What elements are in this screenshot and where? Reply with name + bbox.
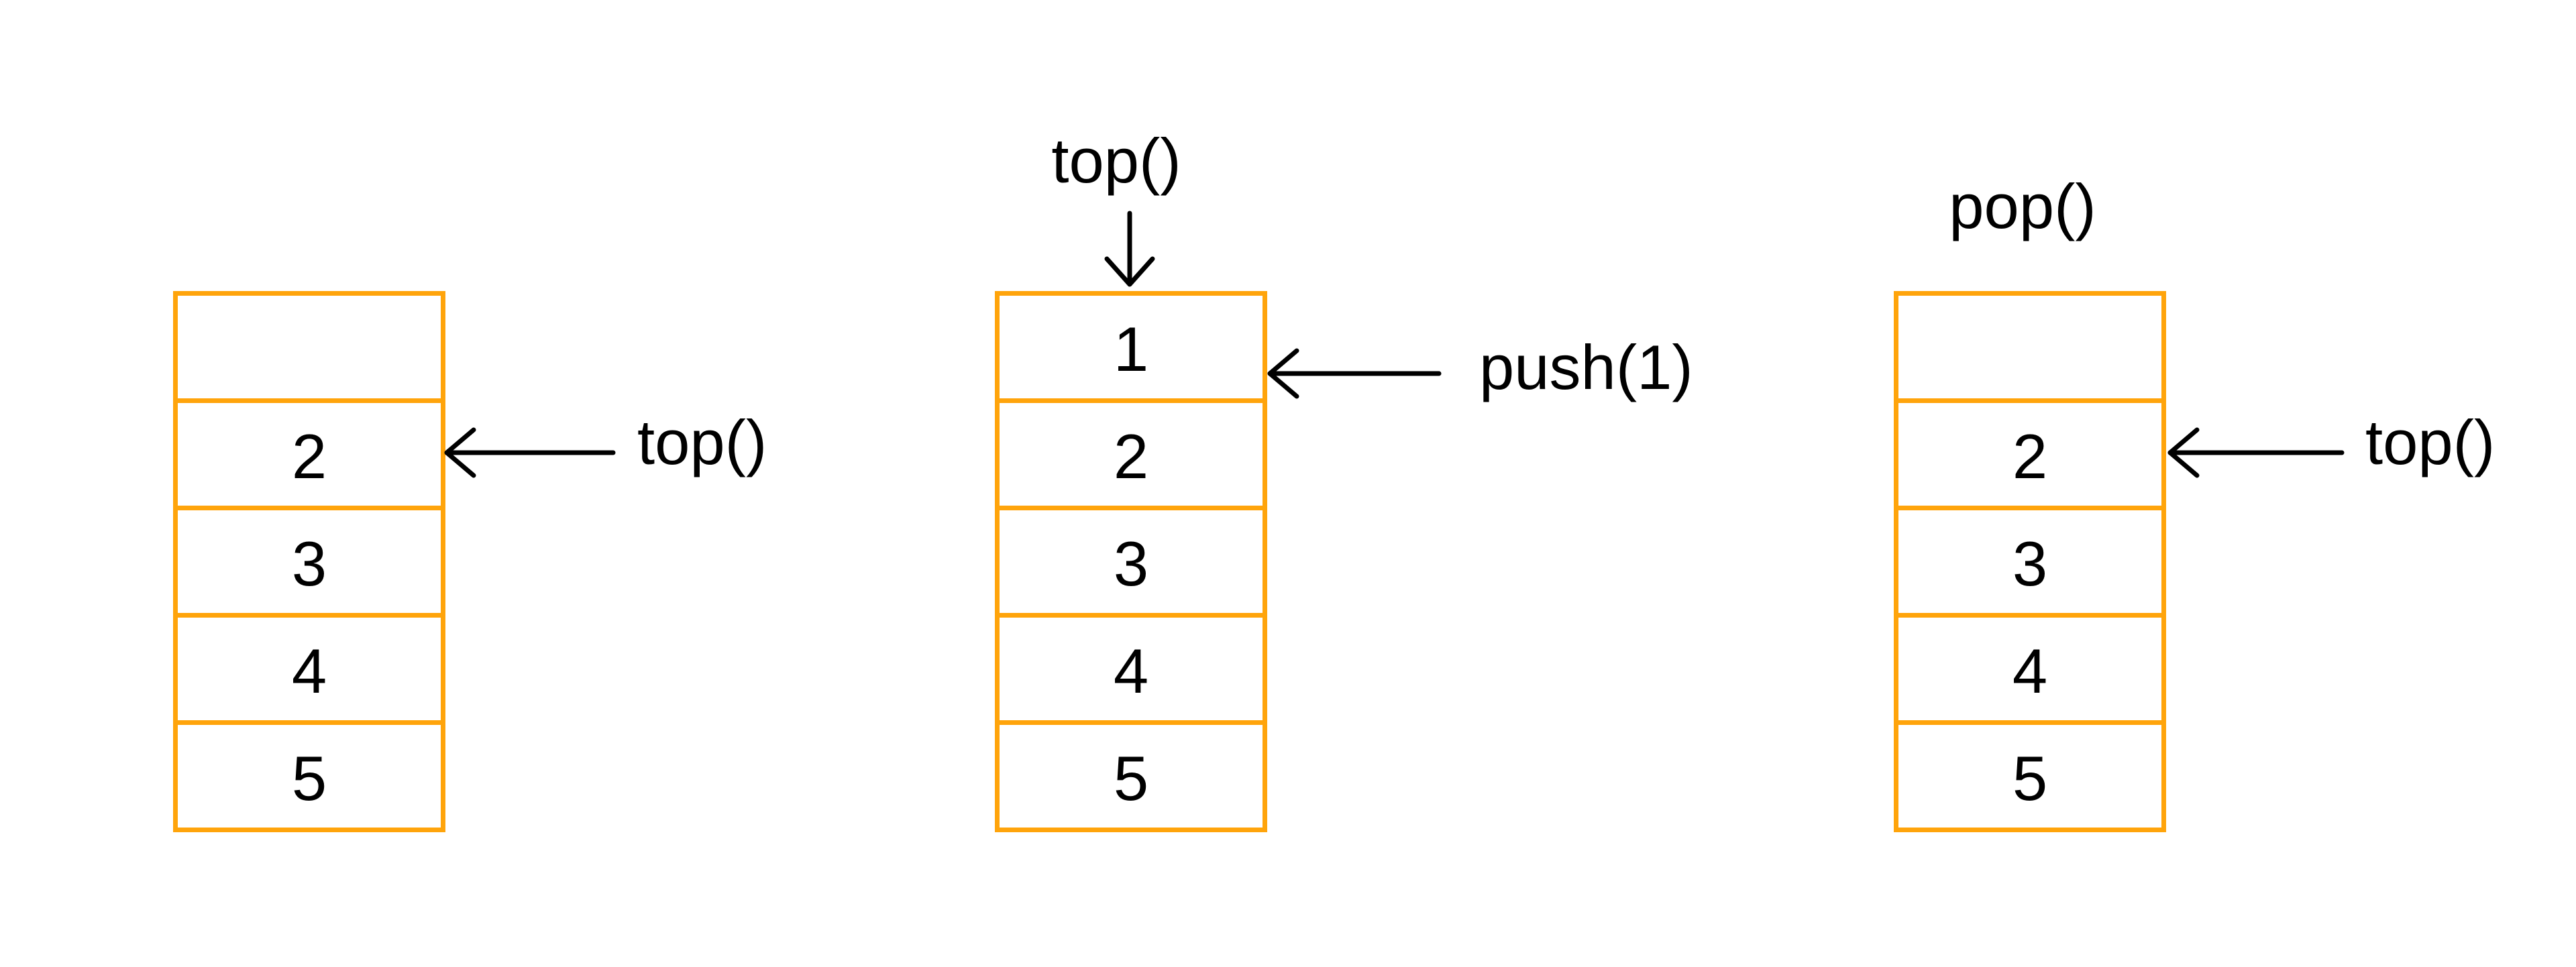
stack-cell: 2 [995,398,1267,510]
cell-value: 2 [1113,420,1149,492]
stack-cell: 4 [1894,613,2166,725]
stack-left: 2 3 4 5 [173,291,445,832]
left-arrow-icon [1267,348,1442,399]
cell-value: 3 [1113,528,1149,599]
stack-cell: 2 [1894,398,2166,510]
top-pointer-label: top() [1051,125,1181,196]
stack-cell: 3 [1894,506,2166,618]
stack-cell: 3 [995,506,1267,618]
left-arrow-icon [2167,427,2345,478]
stack-cell: 4 [995,613,1267,725]
down-arrow-icon [1104,211,1155,287]
cell-value: 5 [2012,742,2048,813]
left-arrow-icon [444,427,616,478]
cell-value: 5 [291,742,327,813]
push-operation-label: push(1) [1479,332,1693,402]
cell-value: 3 [291,528,327,599]
cell-value: 1 [1113,313,1149,384]
stack-cell: 2 [173,398,445,510]
stack-cell: 3 [173,506,445,618]
stack-cell [173,291,445,403]
stack-cell: 5 [173,720,445,832]
stack-cell: 5 [995,720,1267,832]
cell-value: 4 [2012,635,2048,706]
stack-cell [1894,291,2166,403]
cell-value: 2 [291,420,327,492]
pop-operation-label: pop() [1949,171,2096,241]
top-pointer-label: top() [2365,407,2496,477]
stack-cell: 1 [995,291,1267,403]
stack-right: 2 3 4 5 [1894,291,2166,832]
cell-value: 3 [2012,528,2048,599]
cell-value: 2 [2012,420,2048,492]
stack-cell: 4 [173,613,445,725]
stack-cell: 5 [1894,720,2166,832]
stack-middle: 1 2 3 4 5 [995,291,1267,832]
cell-value: 4 [1113,635,1149,706]
cell-value: 5 [1113,742,1149,813]
cell-value: 4 [291,635,327,706]
top-pointer-label: top() [637,407,767,477]
